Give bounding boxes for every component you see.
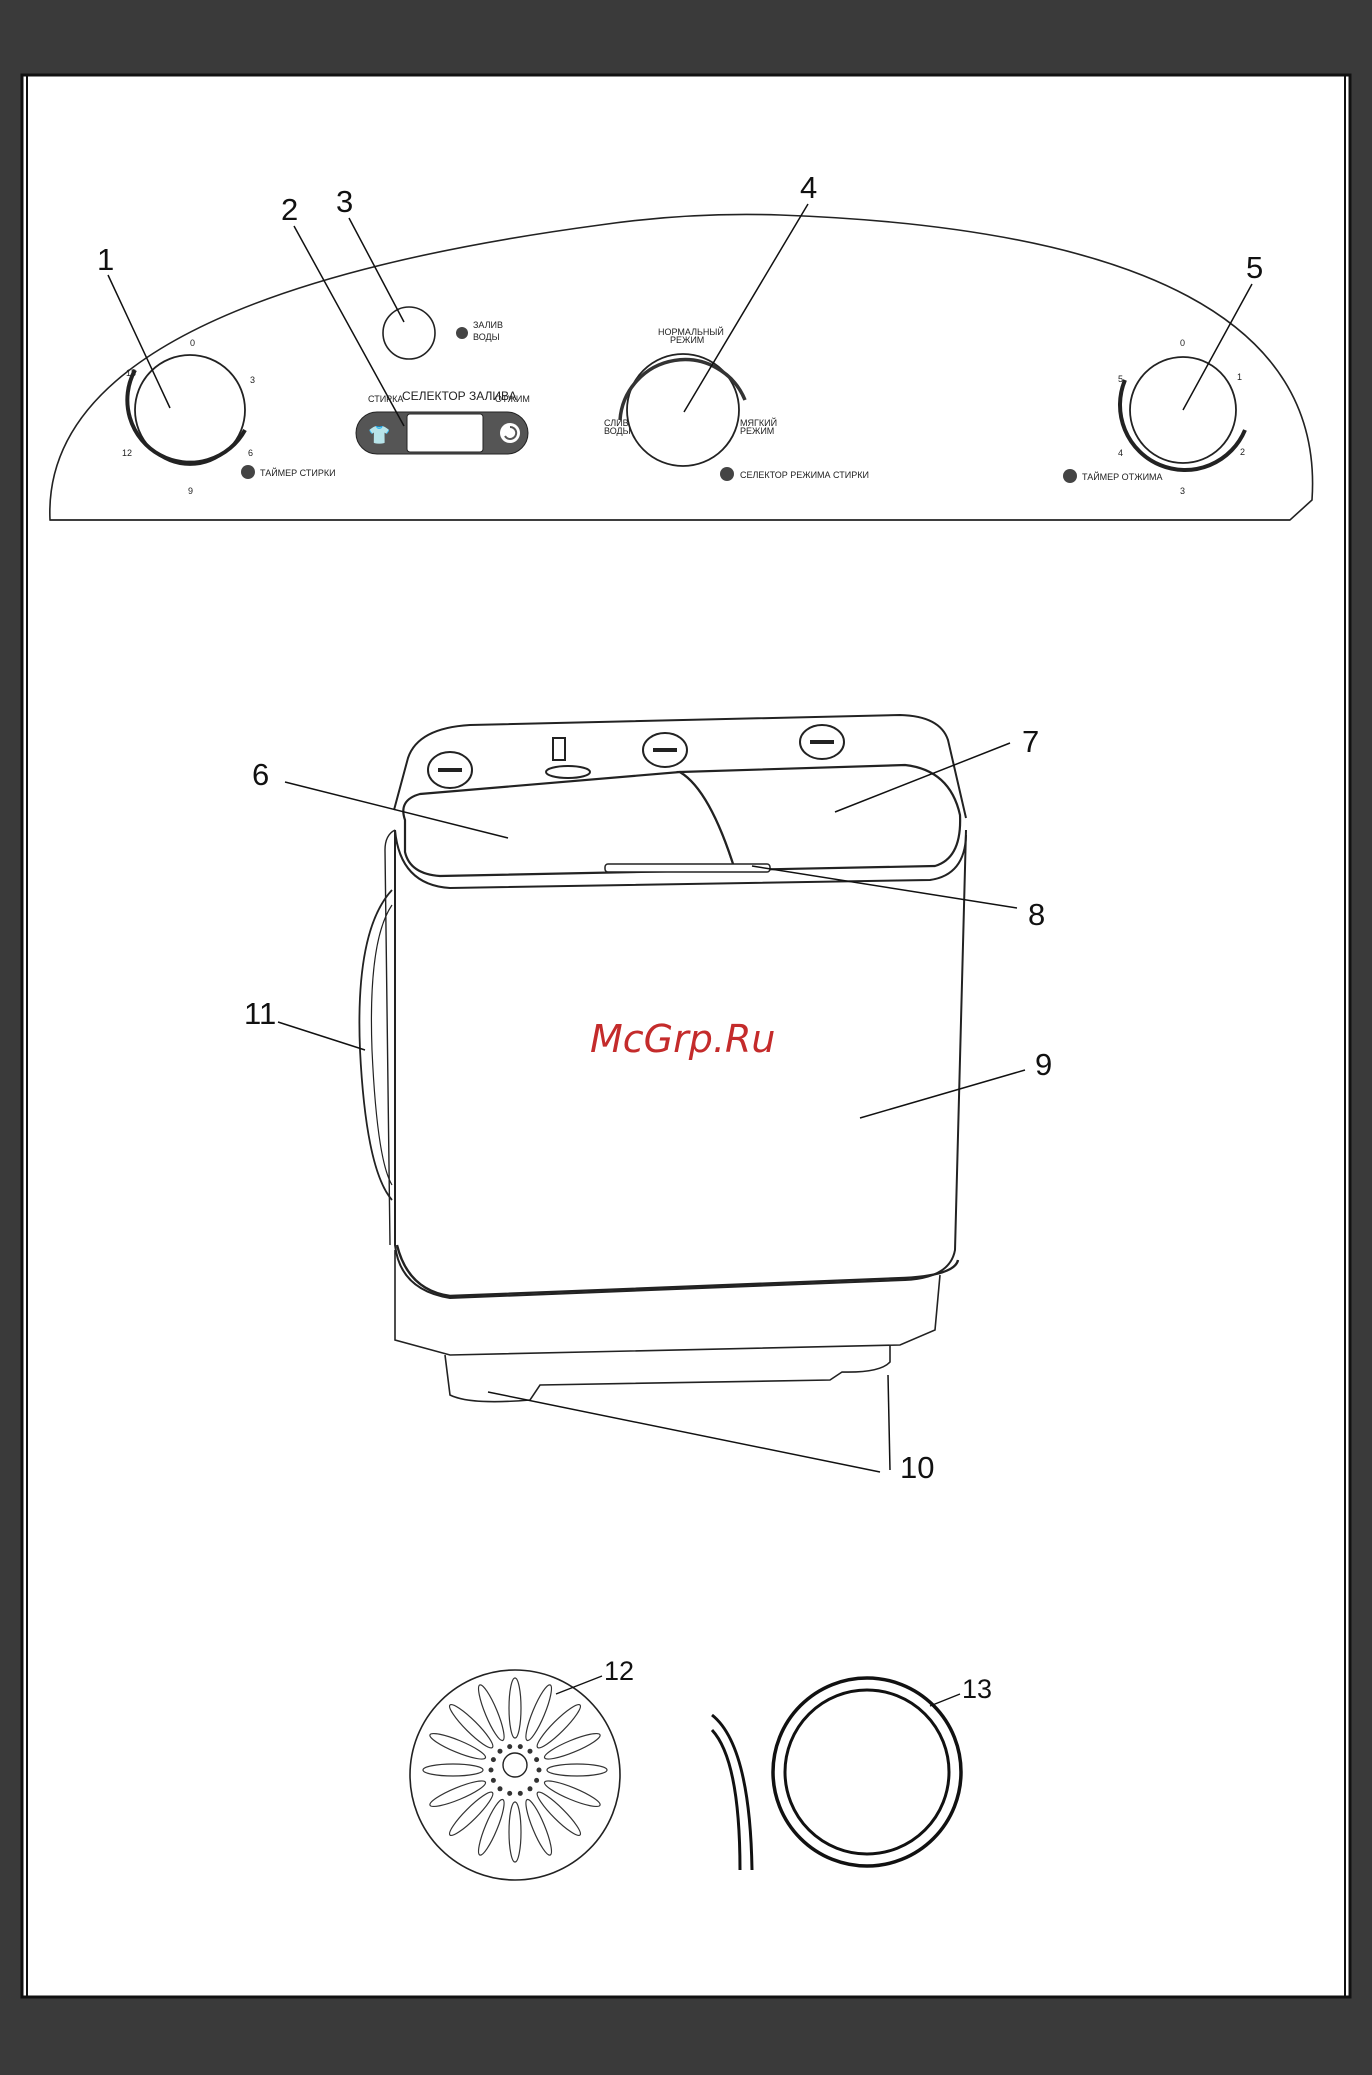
spin-timer-indicator	[1063, 469, 1077, 483]
spin-tick-3: 3	[1180, 486, 1185, 496]
filter-hole	[537, 1768, 542, 1773]
shirt-icon: 👕	[368, 425, 390, 445]
wash-tick-3: 3	[250, 375, 255, 385]
fill-selector-slider	[407, 414, 483, 452]
callout-13: 13	[962, 1674, 992, 1704]
selector-spin-label: ОТЖИМ	[495, 394, 530, 404]
filter-slot	[509, 1678, 521, 1738]
filter-hole	[491, 1778, 496, 1783]
filter-hole	[491, 1757, 496, 1762]
callout-9: 9	[1035, 1047, 1052, 1082]
selector-wash-label: СТИРКА	[368, 394, 403, 404]
water-fill-button-face	[383, 307, 435, 359]
filter-hole	[528, 1786, 533, 1791]
top-selector-base	[546, 766, 590, 778]
filter-slot	[423, 1764, 483, 1776]
water-fill-label-1: ЗАЛИВ	[473, 320, 503, 330]
callout-11: 11	[244, 996, 276, 1031]
callout-7: 7	[1022, 724, 1039, 759]
filter-hole	[489, 1768, 494, 1773]
callout-3: 3	[336, 184, 353, 219]
spin-timer-label: ТАЙМЕР ОТЖИМА	[1082, 471, 1163, 482]
filter-hole	[518, 1744, 523, 1749]
wash-timer-indicator	[241, 465, 255, 479]
filter-hole	[498, 1786, 503, 1791]
wash-tick-6: 6	[248, 448, 253, 458]
watermark: McGrp.Ru	[590, 1017, 775, 1061]
water-fill-indicator	[456, 327, 468, 339]
callout-6: 6	[252, 757, 269, 792]
filter-hole	[528, 1749, 533, 1754]
mode-normal-2: РЕЖИМ	[670, 335, 704, 345]
callout-4: 4	[800, 170, 817, 205]
spin-tick-1: 1	[1237, 372, 1242, 382]
wash-tick-15: 15	[126, 368, 136, 378]
top-selector-stem	[553, 738, 565, 760]
filter-slot	[547, 1764, 607, 1776]
filter-hole	[534, 1757, 539, 1762]
wash-tick-12: 12	[122, 448, 132, 458]
spin-tick-0: 0	[1180, 338, 1185, 348]
mode-selector-indicator	[720, 467, 734, 481]
filter-hole	[507, 1791, 512, 1796]
water-fill-label-2: ВОДЫ	[473, 332, 500, 342]
callout-10: 10	[900, 1450, 934, 1485]
mode-soft-2: РЕЖИМ	[740, 426, 774, 436]
callout-8: 8	[1028, 897, 1045, 932]
spin-tick-4: 4	[1118, 448, 1123, 458]
filter-hole	[507, 1744, 512, 1749]
filter-slot	[509, 1802, 521, 1862]
mode-drain-2: ВОДЫ	[604, 426, 631, 436]
mode-selector-label: СЕЛЕКТОР РЕЖИМА СТИРКИ	[740, 470, 869, 480]
filter-hole	[498, 1749, 503, 1754]
callout-2: 2	[281, 192, 298, 227]
fill-selector: СЕЛЕКТОР ЗАЛИВА СТИРКА ОТЖИМ 👕	[356, 389, 530, 454]
wash-timer-label: ТАЙМЕР СТИРКИ	[260, 467, 336, 478]
callout-12: 12	[604, 1656, 634, 1686]
wash-tick-0: 0	[190, 338, 195, 348]
callout-1: 1	[97, 242, 114, 277]
filter-hole	[534, 1778, 539, 1783]
filter-hole	[518, 1791, 523, 1796]
callout-5: 5	[1246, 250, 1263, 285]
spin-tick-2: 2	[1240, 447, 1245, 457]
lid-handle	[605, 864, 770, 872]
wash-tick-9: 9	[188, 486, 193, 496]
filter-center-hole	[503, 1753, 527, 1777]
spin-tick-5: 5	[1118, 374, 1123, 384]
